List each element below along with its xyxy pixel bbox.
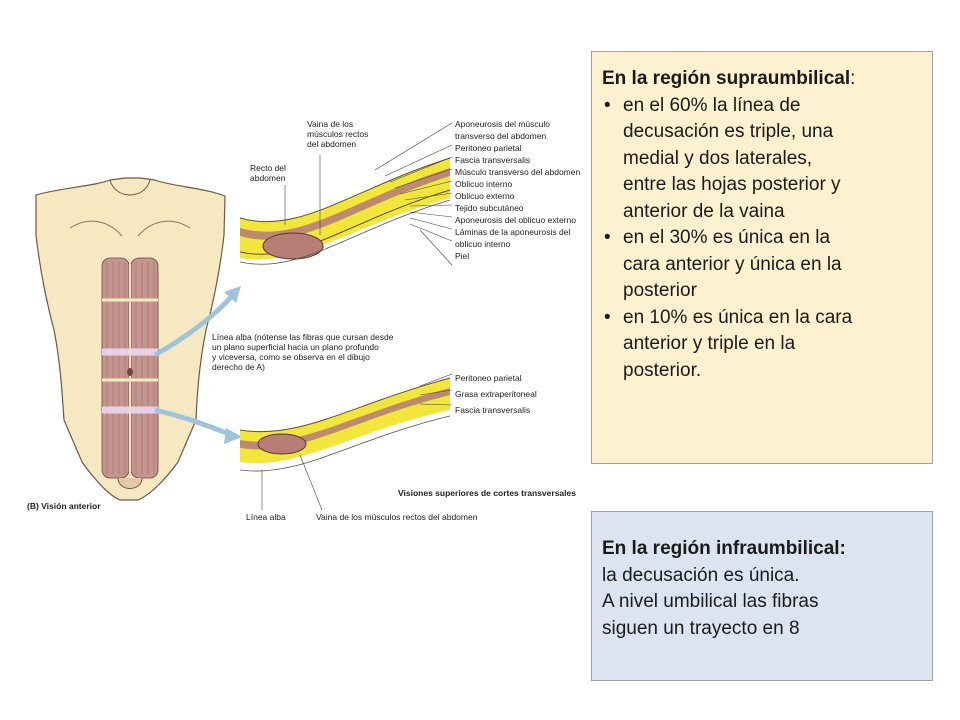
supraumbilical-box: En la región supraumbilical: en el 60% l… <box>591 51 933 464</box>
infra-line: siguen un trayecto en 8 <box>602 617 800 639</box>
label-recto-abdomen: Recto del abdomen <box>250 163 286 183</box>
infra-heading: En la región infraumbilical: <box>602 538 846 559</box>
upper-cross-section <box>239 157 451 265</box>
torso-drawing <box>35 177 226 501</box>
list-item: en el 60% la línea de decusación es trip… <box>602 93 922 226</box>
anatomy-figure: Vaina de los músculos rectos del abdomen… <box>0 0 590 540</box>
supra-heading: En la región supraumbilical: <box>602 68 856 89</box>
supra-list: en el 60% la línea de decusación es trip… <box>602 93 922 385</box>
label-vaina-bottom: Vaina de los músculos rectos del abdomen <box>316 512 478 522</box>
leader-lines <box>261 122 453 511</box>
label-linea-alba-note: Línea alba (nótense las fibras que cursa… <box>212 332 394 372</box>
anatomy-illustration <box>35 122 453 511</box>
section-title: Visiones superiores de cortes transversa… <box>398 488 576 498</box>
labels-lower-layers: Peritoneo parietal Grasa extraperitoneal… <box>455 373 537 415</box>
figure-caption: (B) Visión anterior <box>27 501 101 511</box>
label-vaina-rectos: Vaina de los músculos rectos del abdomen <box>307 119 369 149</box>
infra-line: la decusación es única. <box>602 564 800 586</box>
infra-line: A nivel umbilical las fibras <box>602 591 819 612</box>
arrows <box>153 286 242 444</box>
label-linea-alba: Línea alba <box>246 512 286 522</box>
infraumbilical-box: En la región infraumbilical: la decusaci… <box>591 511 933 681</box>
lower-cross-section <box>239 377 451 472</box>
labels-upper-layers: Aponeurosis del músculo transverso del a… <box>455 119 581 261</box>
list-item: en el 30% es única en la cara anterior y… <box>602 225 922 305</box>
list-item: en 10% es única en la cara anterior y tr… <box>602 305 922 385</box>
